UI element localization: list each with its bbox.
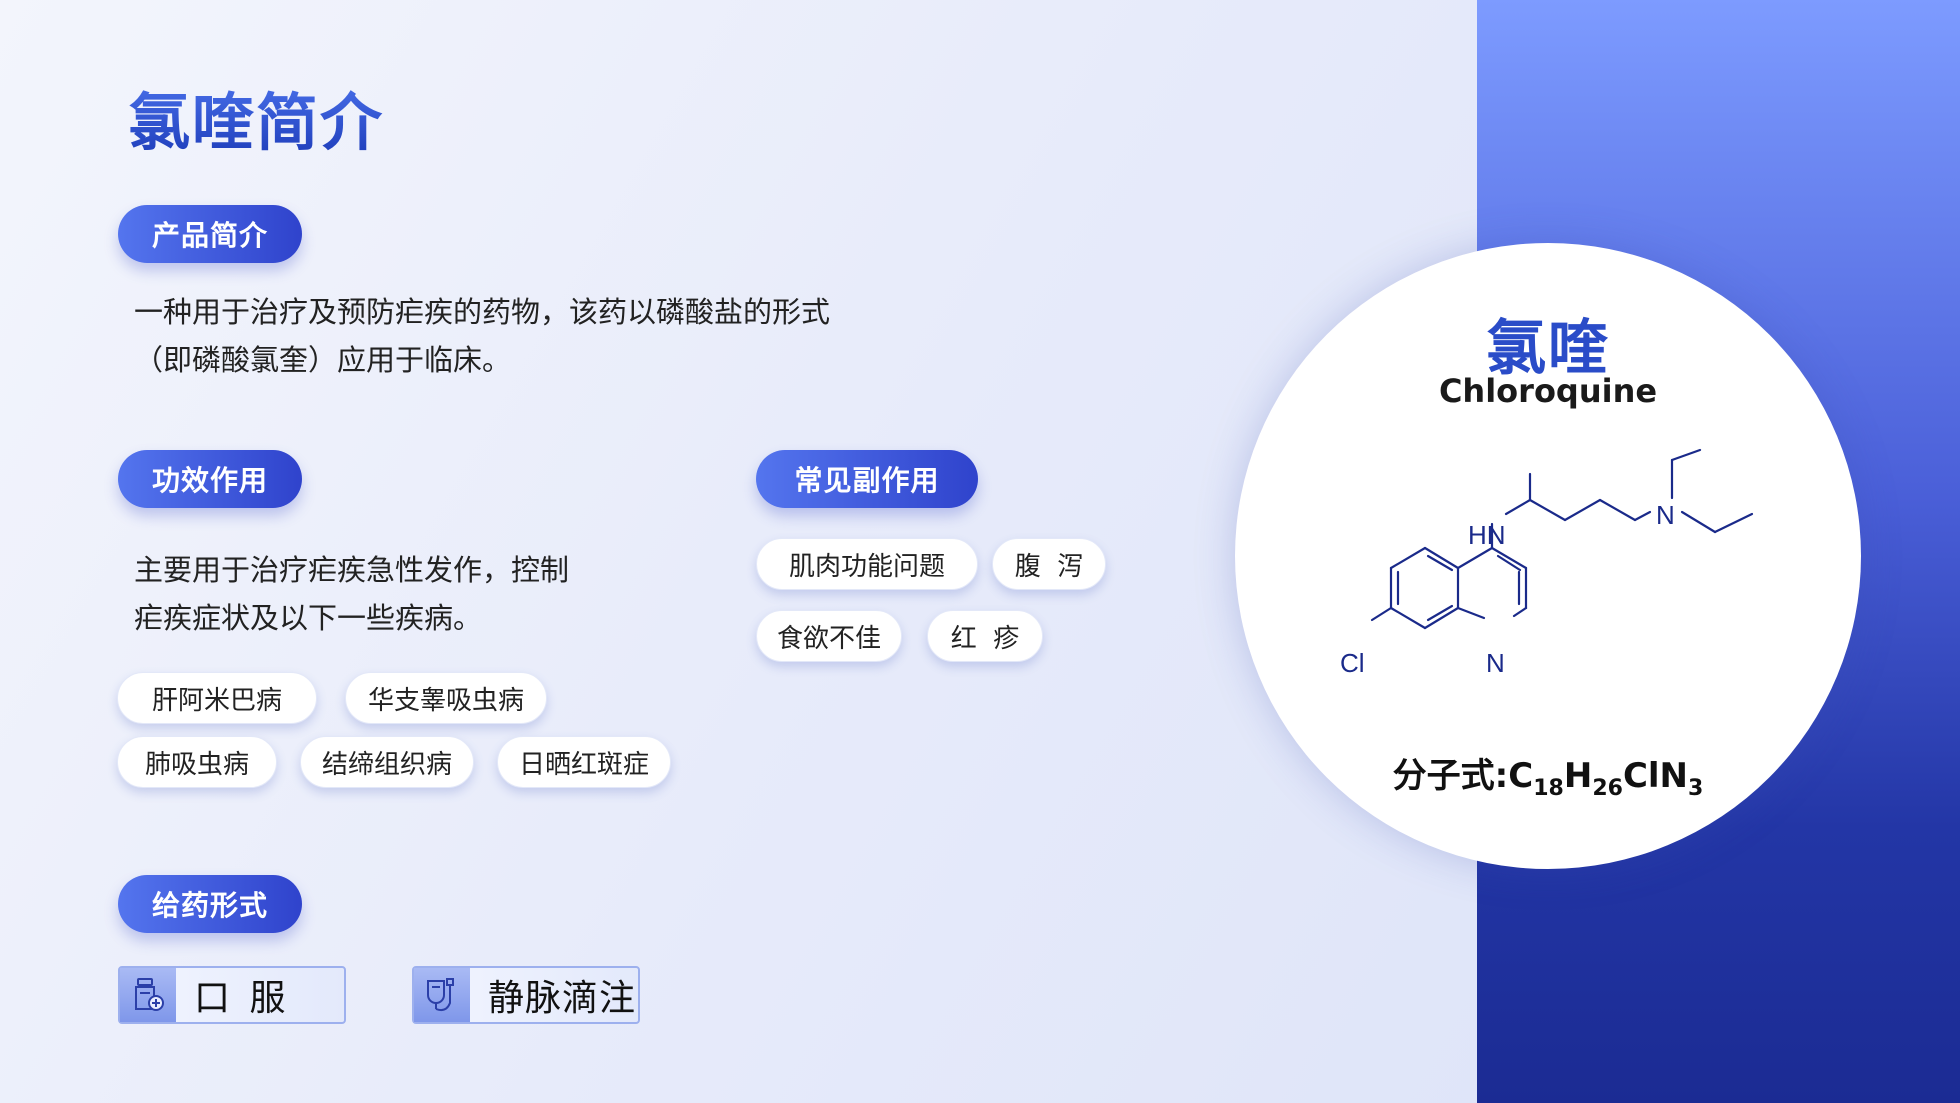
formula-c: C xyxy=(1508,756,1534,796)
side-effect-tag: 肌肉功能问题 xyxy=(756,538,978,590)
drug-name-en: Chloroquine xyxy=(1438,372,1658,410)
page-title: 氯喹简介 xyxy=(128,72,384,162)
route-iv: 静脉滴注 xyxy=(412,966,640,1024)
side-effect-tag: 红 疹 xyxy=(927,610,1043,662)
side-effect-tag: 腹 泻 xyxy=(992,538,1106,590)
route-oral: 口 服 xyxy=(118,966,346,1024)
chloroquine-structure: HN N Cl N xyxy=(1340,448,1754,678)
formula-c-count: 18 xyxy=(1533,775,1564,801)
section-heading-side-effects: 常见副作用 xyxy=(756,450,978,508)
efficacy-tag: 华支睾吸虫病 xyxy=(345,672,547,724)
molecular-formula: 分子式:C18H26ClN3 xyxy=(1235,748,1861,801)
section-heading-administration: 给药形式 xyxy=(118,875,302,933)
atom-label-hn: HN xyxy=(1468,520,1506,550)
route-label: 静脉滴注 xyxy=(488,978,637,1019)
efficacy-line-1: 主要用于治疗疟疾急性发作，控制 xyxy=(134,553,570,587)
formula-n-count: 3 xyxy=(1688,775,1704,801)
side-effect-tag: 食欲不佳 xyxy=(756,610,902,662)
product-intro-text: 一种用于治疗及预防疟疾的药物，该药以磷酸盐的形式 （即磷酸氯奎）应用于临床。 xyxy=(134,288,830,384)
efficacy-tag: 肝阿米巴病 xyxy=(117,672,317,724)
efficacy-line-2: 疟疾症状及以下一些疾病。 xyxy=(134,601,483,635)
formula-rest: ClN xyxy=(1622,756,1689,796)
formula-h: H xyxy=(1563,756,1593,796)
efficacy-tag: 结缔组织病 xyxy=(300,736,474,788)
medicine-bottle-icon xyxy=(120,968,176,1022)
product-intro-line-2: （即磷酸氯奎）应用于临床。 xyxy=(134,343,512,377)
drug-name-cn: 氯喹 xyxy=(1486,314,1610,384)
atom-label-n: N xyxy=(1486,648,1505,678)
section-heading-efficacy: 功效作用 xyxy=(118,450,302,508)
atom-label-n: N xyxy=(1656,500,1675,530)
atom-label-cl: Cl xyxy=(1340,648,1365,678)
efficacy-text: 主要用于治疗疟疾急性发作，控制 疟疾症状及以下一些疾病。 xyxy=(134,546,569,642)
route-label: 口 服 xyxy=(194,978,290,1019)
iv-drip-icon xyxy=(414,968,470,1022)
product-intro-line-1: 一种用于治疗及预防疟疾的药物，该药以磷酸盐的形式 xyxy=(134,295,831,329)
efficacy-tag: 日晒红斑症 xyxy=(497,736,671,788)
formula-h-count: 26 xyxy=(1592,775,1623,801)
formula-prefix: 分子式: xyxy=(1392,756,1509,796)
efficacy-tag: 肺吸虫病 xyxy=(117,736,277,788)
section-heading-product-intro: 产品简介 xyxy=(118,205,302,263)
drug-card-circle xyxy=(1235,243,1861,869)
